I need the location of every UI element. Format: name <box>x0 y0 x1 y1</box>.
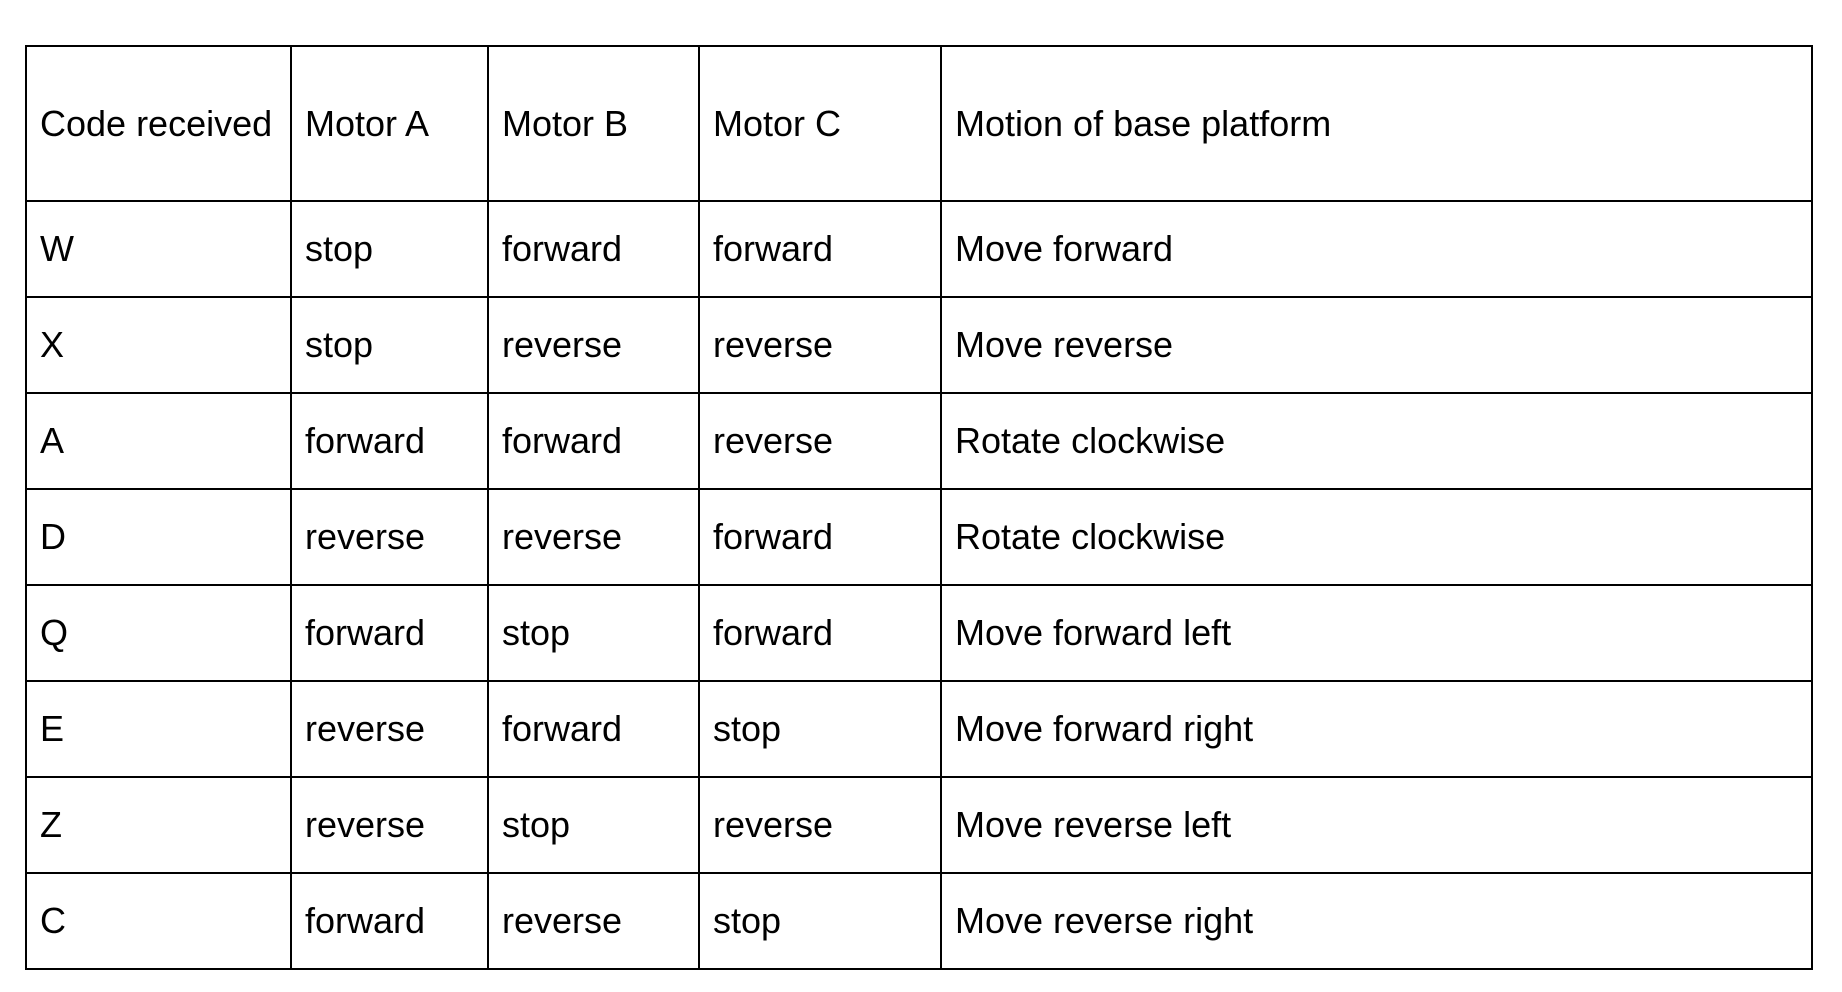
cell-code: Z <box>25 776 292 874</box>
cell-motor_a: stop <box>290 200 489 298</box>
column-motion-of-base-platform: Motion of base platform <box>940 45 1813 202</box>
cell-motor_a: reverse <box>290 680 489 778</box>
cell-motion: Move forward <box>940 200 1813 298</box>
cell-motion: Move reverse <box>940 296 1813 394</box>
cell-motor_c: stop <box>698 872 942 970</box>
cell-motor_a: forward <box>290 584 489 682</box>
cell-code: C <box>25 872 292 970</box>
cell-motor_b: forward <box>487 392 700 490</box>
column-code-received: Code received <box>25 45 292 202</box>
cell-motor_c: forward <box>698 200 942 298</box>
cell-motion: Move forward left <box>940 584 1813 682</box>
cell-motor_b: stop <box>487 776 700 874</box>
cell-motor_b: stop <box>487 584 700 682</box>
cell-motion: Move forward right <box>940 680 1813 778</box>
cell-motor_c: stop <box>698 680 942 778</box>
cell-motion: Move reverse right <box>940 872 1813 970</box>
cell-motion: Move reverse left <box>940 776 1813 874</box>
cell-code: A <box>25 392 292 490</box>
column-motor-a: Motor A <box>290 45 489 202</box>
cell-motor_a: stop <box>290 296 489 394</box>
cell-motor_a: reverse <box>290 776 489 874</box>
cell-motor_b: reverse <box>487 296 700 394</box>
cell-motion: Rotate clockwise <box>940 392 1813 490</box>
cell-motor_b: reverse <box>487 488 700 586</box>
cell-motor_a: reverse <box>290 488 489 586</box>
column-motor-c: Motor C <box>698 45 942 202</box>
cell-code: D <box>25 488 292 586</box>
cell-code: Q <box>25 584 292 682</box>
cell-motor_c: reverse <box>698 392 942 490</box>
cell-motor_c: reverse <box>698 296 942 394</box>
cell-code: W <box>25 200 292 298</box>
cell-motor_c: forward <box>698 488 942 586</box>
cell-motion: Rotate clockwise <box>940 488 1813 586</box>
cell-code: E <box>25 680 292 778</box>
cell-code: X <box>25 296 292 394</box>
cell-motor_b: forward <box>487 200 700 298</box>
cell-motor_c: reverse <box>698 776 942 874</box>
column-motor-b: Motor B <box>487 45 700 202</box>
cell-motor_b: forward <box>487 680 700 778</box>
cell-motor_a: forward <box>290 392 489 490</box>
cell-motor_a: forward <box>290 872 489 970</box>
cell-motor_b: reverse <box>487 872 700 970</box>
cell-motor_c: forward <box>698 584 942 682</box>
